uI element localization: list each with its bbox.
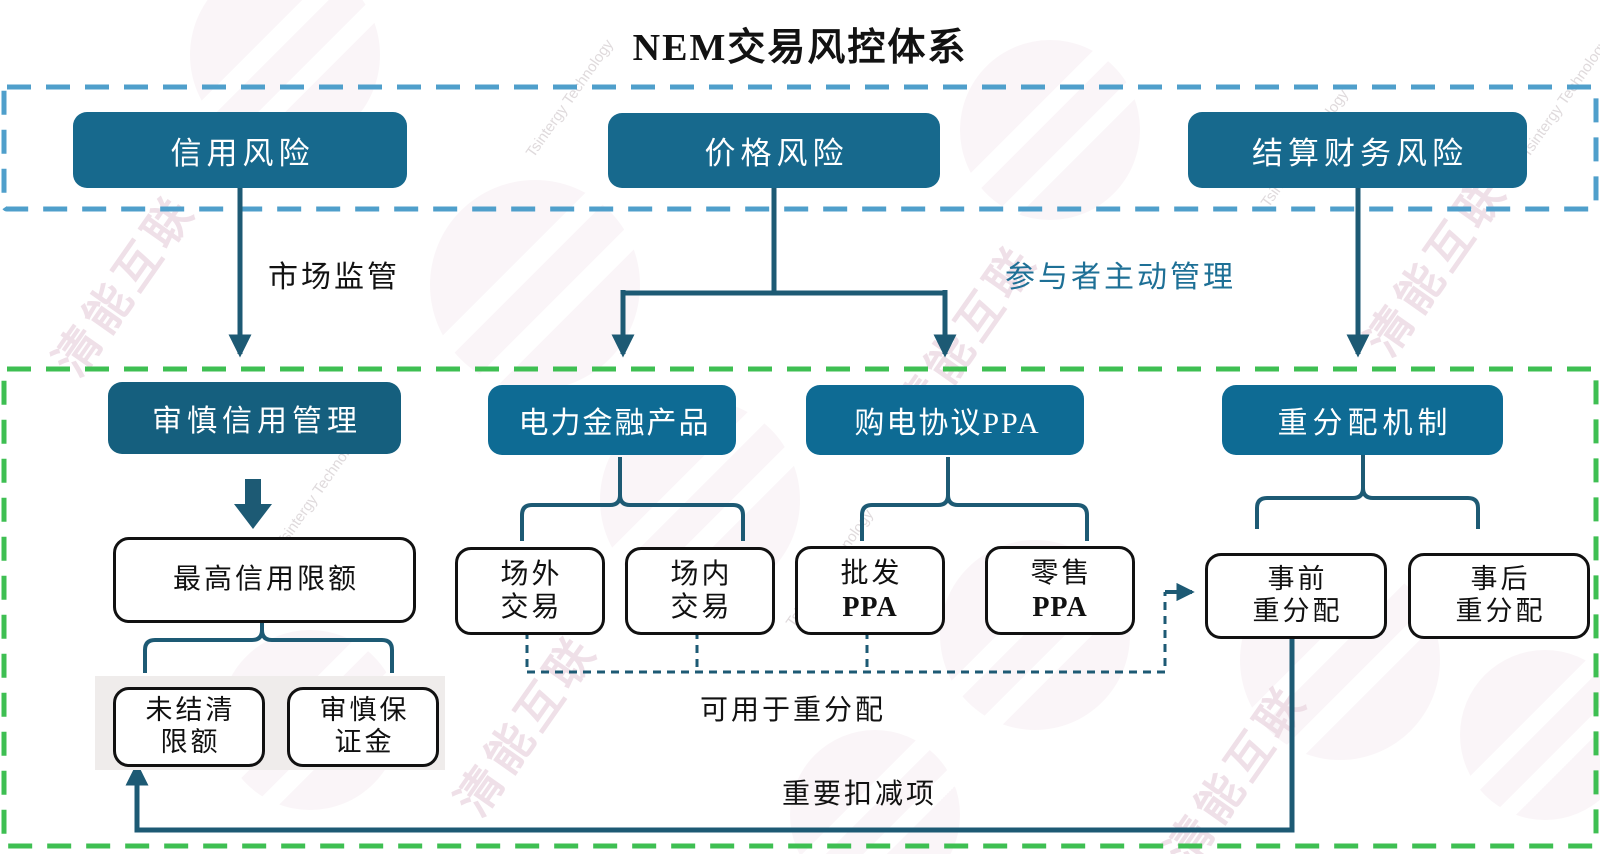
block-arrow-prudent-to-limit: [234, 479, 272, 529]
box-exante-line1: 事前: [1267, 564, 1328, 595]
label-market-supervision: 市场监管: [268, 261, 400, 294]
label-important-deduction: 重要扣减项: [782, 779, 938, 810]
box-outstanding-limit: 未结清 限额: [113, 687, 265, 767]
box-settlement-risk: 结算财务风险: [1188, 112, 1527, 188]
watermark-cn-text: 清能互联: [1156, 675, 1318, 854]
box-price-risk-label: 价格风险: [704, 136, 849, 171]
box-prudent-credit-label: 审慎信用管理: [152, 405, 362, 438]
box-wholesale-ppa-line2: PPA: [842, 591, 898, 623]
box-outstanding-limit-line1: 未结清: [145, 695, 236, 726]
watermark-cn-text: 清能互联: [1356, 165, 1518, 365]
box-retail-ppa-line1: 零售: [1030, 558, 1093, 590]
watermark-logo: [430, 180, 640, 390]
watermark-cn-text: 清能互联: [44, 185, 206, 385]
watermark-logo: [1460, 650, 1600, 820]
box-financial-products: 电力金融产品: [488, 385, 736, 455]
box-credit-risk: 信用风险: [73, 112, 407, 188]
box-financial-products-label: 电力金融产品: [518, 407, 711, 440]
box-exchange-trading-line2: 交易: [670, 592, 733, 623]
label-available-for-redistribution: 可用于重分配: [700, 695, 887, 726]
brace-redistribution-right: [1361, 453, 1480, 529]
box-ppa: 购电协议PPA: [806, 385, 1084, 455]
box-otc-trading-line1: 场外: [500, 558, 563, 590]
box-redistribution-mechanism: 重分配机制: [1222, 385, 1503, 455]
box-wholesale-ppa-line1: 批发: [840, 558, 903, 590]
box-wholesale-ppa: 批发 PPA: [795, 546, 945, 635]
diagram-title: NEM交易风控体系: [632, 27, 968, 69]
box-exchange-trading: 场内 交易: [625, 547, 775, 635]
box-outstanding-limit-line2: 限额: [160, 727, 221, 757]
box-ppa-label: 购电协议PPA: [854, 407, 1041, 440]
label-participant-management: 参与者主动管理: [1005, 261, 1236, 294]
box-expost-line2: 重分配: [1455, 596, 1546, 626]
box-prudent-credit: 审慎信用管理: [108, 382, 401, 454]
brace-ppa-left: [860, 457, 950, 541]
box-retail-ppa-line2: PPA: [1032, 591, 1088, 623]
brace-ppa-right: [946, 457, 1089, 541]
box-max-credit-limit-label: 最高信用限额: [172, 564, 359, 596]
box-max-credit-limit: 最高信用限额: [113, 537, 416, 623]
box-prudent-margin: 审慎保 证金: [287, 687, 439, 767]
box-redistribution-mechanism-label: 重分配机制: [1277, 407, 1453, 440]
box-exante-line2: 重分配: [1252, 596, 1343, 626]
box-prudent-margin-line1: 审慎保: [319, 695, 410, 726]
box-retail-ppa: 零售 PPA: [985, 546, 1135, 635]
box-settlement-risk-label: 结算财务风险: [1252, 135, 1468, 171]
box-credit-risk-label: 信用风险: [170, 135, 315, 171]
watermark-cn-text: 清能互联: [446, 625, 608, 825]
box-expost-redistribution: 事后 重分配: [1408, 553, 1590, 639]
box-prudent-margin-line2: 证金: [334, 727, 395, 757]
brace-redistribution-left: [1255, 453, 1365, 529]
box-otc-trading: 场外 交易: [455, 547, 605, 635]
box-otc-trading-line2: 交易: [500, 592, 563, 623]
box-expost-line1: 事后: [1470, 564, 1531, 595]
box-exchange-trading-line1: 场内: [670, 558, 733, 590]
box-exante-redistribution: 事前 重分配: [1205, 553, 1387, 639]
box-price-risk: 价格风险: [608, 113, 940, 188]
